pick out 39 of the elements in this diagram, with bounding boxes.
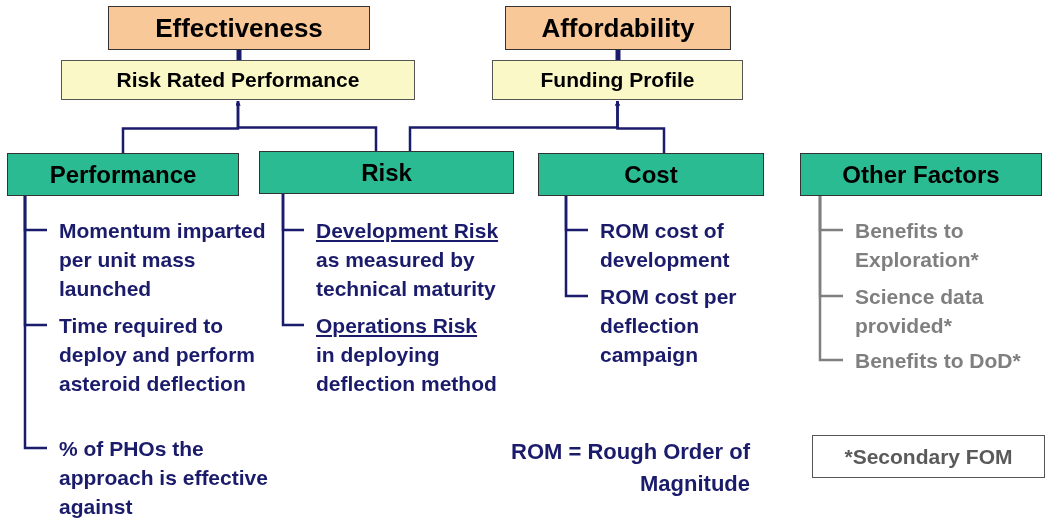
item-text: Affordability (541, 11, 695, 45)
item-text: *Secondary FOM (844, 443, 1013, 470)
item-text: Cost (624, 159, 678, 190)
connector-line (281, 194, 304, 327)
criterion-box (505, 6, 731, 50)
item-text: Funding Profile (540, 67, 695, 94)
item-text: Benefits to DoD* (855, 348, 1022, 374)
criterion-box (108, 6, 370, 50)
category-box (259, 151, 514, 194)
arrow (235, 100, 378, 151)
category-box (800, 153, 1042, 196)
item-text: Risk Rated Performance (116, 67, 360, 94)
item-text: Other Factors (842, 159, 1000, 190)
connector-line (818, 196, 843, 362)
item-text: ROM cost per deflection campaign (600, 284, 738, 368)
connector-line (236, 50, 242, 60)
item-text: Time required to deploy and perform asteroid deflection (59, 313, 257, 397)
connector-line (564, 196, 588, 298)
item-text: Benefits to Exploration* (855, 218, 980, 273)
item-text: Science data provided* (855, 284, 985, 339)
item-text: as measured by technical maturity (316, 247, 497, 302)
item-text: Risk (361, 157, 412, 188)
arrow (615, 100, 666, 153)
item-text: in deploying deflection method (316, 342, 498, 397)
item-heading: Development Risk (316, 218, 500, 244)
footnote-text: ROM = Rough Order of Magnitude (510, 438, 750, 498)
item-text: ROM cost of development (600, 218, 731, 273)
item-text: % of PHOs the approach is effective against (59, 436, 269, 520)
item-heading: Operations Risk (316, 313, 479, 339)
category-box (538, 153, 764, 196)
item-text: Momentum imparted per unit mass launched (59, 218, 267, 302)
category-box (7, 153, 239, 196)
connector-line (23, 196, 47, 450)
metric-box (61, 60, 415, 100)
item-text: Performance (49, 159, 197, 190)
item-text: Effectiveness (155, 11, 323, 45)
note-box (812, 435, 1045, 478)
metric-box (492, 60, 743, 100)
connector-line (615, 50, 621, 60)
